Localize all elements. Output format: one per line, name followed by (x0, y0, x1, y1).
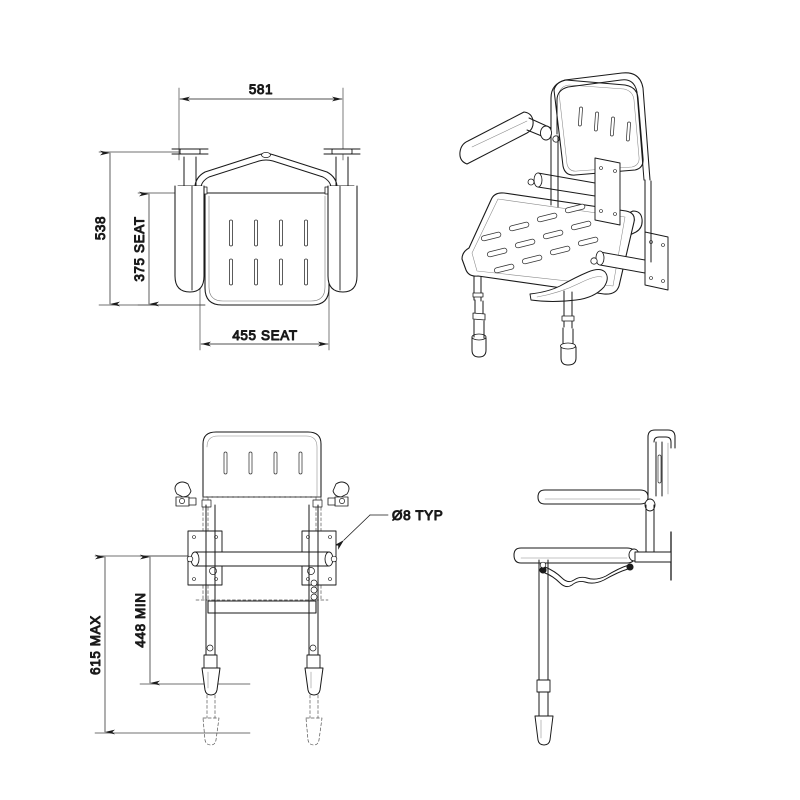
rear-hardware-details (201, 499, 323, 601)
rear-right-leg (304, 504, 324, 746)
rear-backrest-panel (202, 431, 322, 498)
side-seat-bar (513, 547, 640, 564)
iso-front-right-leg (560, 290, 577, 366)
front-left-armrest (171, 148, 209, 293)
iso-seat-panel (461, 192, 635, 295)
dimension-615-max (94, 554, 251, 735)
hole-callout-leader (333, 514, 389, 550)
front-right-armrest (323, 148, 361, 293)
side-leg (534, 559, 554, 746)
front-back-support-bar (194, 151, 338, 191)
dimension-581 (178, 87, 344, 161)
iso-folding-linkage (529, 269, 608, 302)
dimension-label-448-min: 448 MIN (133, 592, 148, 647)
side-folding-linkage (539, 563, 634, 588)
dimension-label-hole-callout: Ø8 TYP (392, 508, 443, 523)
iso-upper-wall-plate (527, 157, 621, 226)
iso-backrest (553, 79, 644, 176)
side-armrest (537, 489, 656, 512)
iso-frame-posts (550, 134, 652, 263)
side-frame-column (645, 504, 655, 553)
side-wall-plate (634, 531, 672, 581)
iso-left-armrest (459, 111, 560, 165)
side-elevation-view (513, 429, 676, 746)
dimension-label-581: 581 (249, 82, 273, 97)
rear-upper-cross-tube (186, 551, 338, 567)
front-seat-body (204, 192, 330, 306)
rear-elevation-view: 615 MAX 448 MIN Ø8 TYP (88, 431, 443, 746)
front-elevation-view: 581 538 375 SEAT (93, 82, 361, 351)
side-backrest (647, 429, 676, 499)
rear-lower-cross-tube (207, 600, 317, 614)
dimension-label-538: 538 (93, 216, 108, 240)
rear-left-leg (201, 504, 221, 746)
rear-armrest-pivots (174, 481, 350, 507)
isometric-view (459, 72, 669, 366)
dimension-label-455-seat: 455 SEAT (232, 328, 297, 343)
iso-front-left-leg (471, 275, 487, 358)
dimension-label-375-seat: 375 SEAT (132, 216, 147, 281)
dimension-label-615-max: 615 MAX (88, 615, 103, 675)
iso-back-rail (550, 72, 651, 181)
